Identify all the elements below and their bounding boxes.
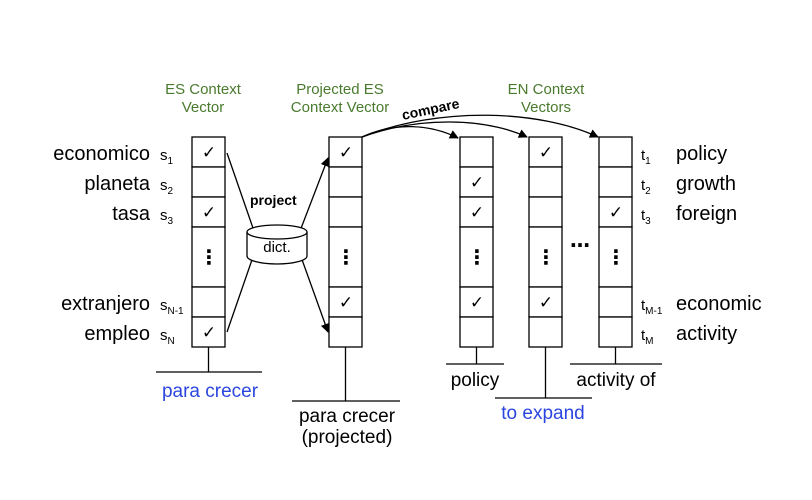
- label-para-crecer-projected-line2: (projected): [302, 427, 393, 448]
- check-mark: ✓: [202, 203, 216, 223]
- project-label: project: [250, 192, 297, 208]
- compare-arrow-expand: [361, 121, 528, 138]
- en-index-t2: t2: [641, 177, 651, 197]
- projected-es-vector: [328, 136, 363, 348]
- es-word-planeta: planeta: [84, 173, 150, 195]
- es-context-header-line1: ES Context: [165, 81, 242, 98]
- en-index-t1: t1: [641, 147, 651, 167]
- check-mark: ✓: [609, 203, 623, 223]
- en-index-tm-1: tM-1: [641, 297, 663, 317]
- project-arrow-out-top: [299, 157, 330, 232]
- horizontal-ellipsis: …: [570, 228, 590, 252]
- vertical-ellipsis: ⋮: [199, 245, 219, 269]
- en-vector-expand: [528, 136, 563, 348]
- es-index-s2: s2: [160, 177, 174, 197]
- vertical-ellipsis: ⋮: [336, 245, 356, 269]
- label-para-crecer-projected-line1: para crecer: [299, 406, 396, 427]
- check-mark: ✓: [470, 293, 484, 313]
- compare-arrow-activity: [361, 114, 599, 138]
- en-word-economic: economic: [676, 293, 762, 315]
- check-mark: ✓: [470, 203, 484, 223]
- project-line-in-top: [226, 152, 255, 232]
- en-context-header-line1: EN Context: [508, 81, 586, 98]
- en-word-policy: policy: [676, 143, 727, 165]
- check-mark: ✓: [339, 293, 353, 313]
- project-arrow-out-bottom: [299, 253, 330, 333]
- es-word-extranjero: extranjero: [61, 293, 150, 315]
- es-index-sn: sN: [160, 327, 175, 347]
- projected-es-header-line2: Context Vector: [291, 99, 389, 116]
- en-word-growth: growth: [676, 173, 736, 195]
- check-mark: ✓: [539, 143, 553, 163]
- vertical-ellipsis: ⋮: [467, 245, 487, 269]
- label-policy: policy: [451, 370, 500, 391]
- es-index-s3: s3: [160, 207, 174, 227]
- label-para-crecer: para crecer: [162, 381, 259, 402]
- es-index-s1: s1: [160, 147, 174, 167]
- label-to-expand: to expand: [501, 403, 584, 424]
- en-vector-policy: [459, 136, 494, 348]
- check-mark: ✓: [202, 143, 216, 163]
- es-word-empleo: empleo: [84, 323, 150, 345]
- es-context-header-line2: Vector: [182, 99, 225, 116]
- vertical-ellipsis: ⋮: [606, 245, 626, 269]
- en-index-tm: tM: [641, 327, 654, 347]
- es-word-economico: economico: [53, 143, 150, 165]
- en-index-t3: t3: [641, 207, 651, 227]
- es-word-tasa: tasa: [112, 203, 151, 225]
- dictionary-label: dict.: [263, 239, 291, 256]
- en-word-activity: activity: [676, 323, 737, 345]
- es-context-vector: [191, 136, 226, 348]
- en-word-foreign: foreign: [676, 203, 737, 225]
- project-line-in-bottom: [226, 253, 255, 333]
- en-vector-activity: [598, 136, 633, 348]
- check-mark: ✓: [539, 293, 553, 313]
- vertical-ellipsis: ⋮: [536, 245, 556, 269]
- en-context-header-line2: Vectors: [521, 99, 571, 116]
- dictionary-cylinder-icon: [246, 224, 308, 265]
- label-activity-of: activity of: [576, 370, 656, 391]
- check-mark: ✓: [202, 323, 216, 343]
- projected-es-header-line1: Projected ES: [296, 81, 384, 98]
- es-index-sn-1: sN-1: [160, 297, 184, 317]
- check-mark: ✓: [470, 173, 484, 193]
- check-mark: ✓: [339, 143, 353, 163]
